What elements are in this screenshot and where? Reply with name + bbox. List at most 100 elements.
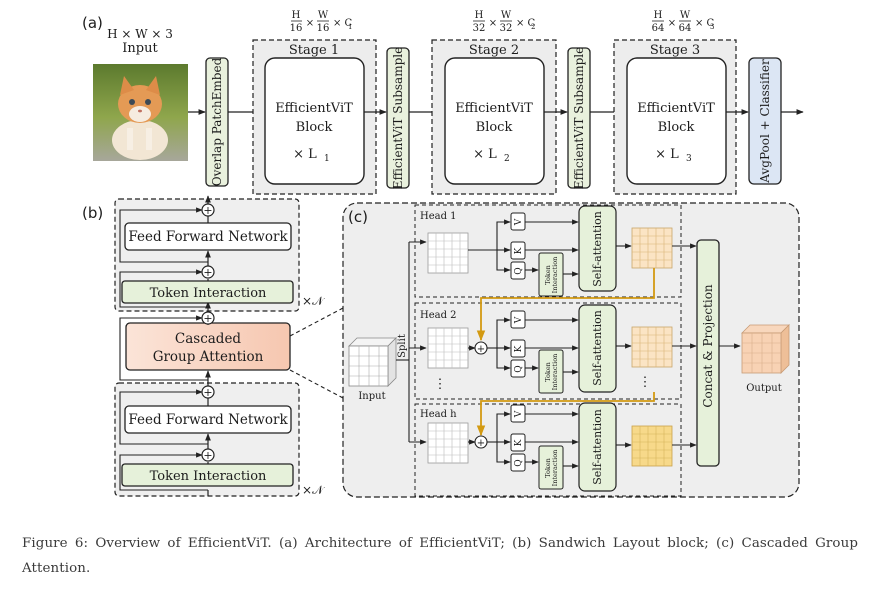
upper-repeat-label: ×𝒩: [302, 294, 326, 308]
svg-text:3: 3: [710, 23, 714, 31]
block-3-subtitle: Block: [658, 120, 695, 135]
subsample-2-label: EfficientViT Subsample: [572, 47, 586, 189]
stage-2-label: Stage 2: [469, 43, 519, 58]
svg-text:H: H: [292, 10, 301, 21]
svg-text:V: V: [514, 410, 524, 418]
stage-2-block: [444, 57, 545, 185]
head-2-output-grid: [631, 326, 673, 368]
concat-projection-label: Concat & Projection: [701, 284, 715, 408]
block-1-repeat: × L: [293, 147, 317, 162]
head-1-box: [414, 204, 682, 298]
svg-text:K: K: [514, 345, 524, 352]
svg-text:Cascaded: Cascaded: [175, 331, 242, 347]
svg-text:Q: Q: [514, 365, 524, 372]
concat-projection-box: [696, 239, 720, 467]
head-1-self-attention: [578, 205, 617, 292]
head-1-slice: [427, 232, 469, 274]
svg-text:H: H: [654, 10, 663, 21]
stage-3-label: Stage 3: [650, 43, 700, 58]
block-3-repeat: × L: [655, 147, 679, 162]
svg-text:16: 16: [317, 23, 330, 34]
block-2-subtitle: Block: [476, 120, 513, 135]
panel-a-label: (a): [82, 14, 103, 32]
svg-text:64: 64: [652, 23, 665, 34]
svg-text:× C: × C: [516, 18, 536, 29]
svg-text:V: V: [514, 316, 524, 324]
svg-text:V: V: [514, 218, 524, 226]
svg-text:+: +: [477, 344, 485, 355]
subsample-2-box: [567, 47, 591, 189]
figure-caption: Figure 6: Overview of EfficientViT. (a) …: [22, 536, 858, 576]
svg-text:Token: Token: [544, 362, 552, 382]
svg-text:×: ×: [489, 18, 497, 29]
block-1-title: EfficientViT: [275, 101, 353, 116]
svg-text:+: +: [477, 438, 485, 449]
head-1-label: Head 1: [420, 211, 457, 222]
svg-text:× C: × C: [333, 18, 353, 29]
svg-text:Interaction: Interaction: [551, 450, 559, 487]
svg-text:+: +: [203, 312, 212, 325]
output-tensor: [741, 324, 790, 374]
overlap-patchembed-label: Overlap PatchEmbed: [210, 57, 224, 186]
stage-dims-3: H 64 × W 64 × C 3: [652, 10, 715, 34]
svg-text:2: 2: [504, 154, 510, 164]
svg-text:+: +: [203, 386, 212, 399]
svg-text:Token: Token: [544, 265, 552, 285]
stage-dims-1: H 16 × W 16 × C 1: [290, 10, 353, 34]
svg-text:×: ×: [668, 18, 676, 29]
svg-text:3: 3: [686, 154, 692, 164]
input-tensor: [348, 337, 397, 387]
head-2-label: Head 2: [420, 310, 457, 321]
svg-text:K: K: [514, 247, 524, 254]
split-label: Split: [397, 334, 408, 358]
block-2-title: EfficientViT: [455, 101, 533, 116]
panel-c-container: [342, 202, 800, 498]
svg-text:1: 1: [348, 23, 352, 31]
svg-text:Q: Q: [514, 267, 524, 274]
svg-text:2: 2: [531, 23, 535, 31]
subsample-1-box: [386, 47, 410, 189]
block-2-repeat: × L: [473, 147, 497, 162]
svg-text:× C: × C: [695, 18, 715, 29]
stage-3-block: [626, 57, 727, 185]
svg-text:+: +: [203, 266, 212, 279]
svg-text:16: 16: [290, 23, 303, 34]
head-h-label: Head h: [420, 409, 457, 420]
svg-text:Interaction: Interaction: [551, 354, 559, 391]
svg-text:K: K: [514, 439, 524, 446]
kitten-image: [93, 64, 188, 161]
svg-text:Feed Forward Network: Feed Forward Network: [128, 229, 288, 245]
svg-text:H: H: [475, 10, 484, 21]
svg-text:+: +: [203, 204, 212, 217]
output-tensor-label: Output: [746, 383, 782, 394]
stage-dims-2: H 32 × W 32 × C 2: [473, 10, 536, 34]
input-tensor-label: Input: [358, 391, 385, 402]
head-h-slice: [427, 422, 469, 464]
svg-text:Feed Forward Network: Feed Forward Network: [128, 412, 288, 428]
svg-text:Token Interaction: Token Interaction: [150, 286, 267, 301]
svg-text:Self-attention: Self-attention: [591, 310, 604, 386]
svg-text:+: +: [203, 449, 212, 462]
subsample-1-label: EfficientViT Subsample: [391, 47, 405, 189]
head-h-output-grid: [631, 425, 673, 467]
overlap-patchembed-box: [205, 57, 229, 187]
svg-text:W: W: [680, 10, 691, 21]
svg-text:Q: Q: [514, 459, 524, 466]
panel-b-label: (b): [82, 204, 103, 222]
heads-ellipsis-right: ⋮: [639, 375, 652, 390]
classifier-box: [748, 57, 782, 185]
svg-text:Group Attention: Group Attention: [153, 349, 264, 365]
heads-ellipsis-left: ⋮: [434, 377, 447, 392]
svg-text:Self-attention: Self-attention: [591, 211, 604, 287]
block-1-subtitle: Block: [296, 120, 333, 135]
stage-1-label: Stage 1: [289, 43, 339, 58]
head-2-box: [414, 302, 682, 400]
svg-text:32: 32: [473, 23, 486, 34]
svg-text:1: 1: [324, 154, 330, 164]
svg-text:Token Interaction: Token Interaction: [150, 469, 267, 484]
panel-c-label: (c): [348, 208, 368, 226]
svg-text:W: W: [501, 10, 512, 21]
stage-1-block: [264, 57, 365, 185]
